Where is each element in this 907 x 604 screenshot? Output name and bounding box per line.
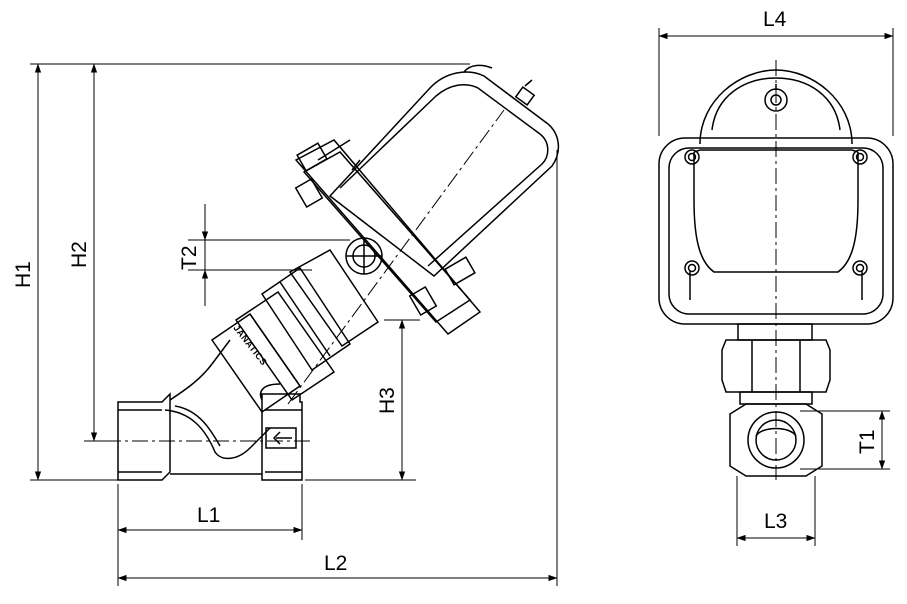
brand-text: JANATICS bbox=[231, 323, 269, 367]
l4-label: L4 bbox=[763, 8, 787, 31]
valve-body bbox=[117, 339, 303, 481]
axis-centerline bbox=[287, 109, 505, 405]
t1-label: T1 bbox=[856, 429, 879, 454]
actuator-flange bbox=[294, 139, 482, 335]
front-view bbox=[658, 60, 894, 480]
h2-label: H2 bbox=[68, 241, 91, 268]
front-bolts bbox=[684, 149, 868, 276]
bonnet bbox=[210, 249, 380, 414]
front-dimensions bbox=[658, 28, 894, 546]
front-port-hex bbox=[729, 403, 823, 477]
side-dimensions bbox=[30, 63, 558, 586]
side-labels: H1 H2 H3 T2 L1 L2 bbox=[12, 241, 399, 575]
pilot-port bbox=[345, 237, 383, 275]
h1-label: H1 bbox=[12, 261, 35, 288]
actuator-cylinder bbox=[328, 64, 560, 277]
front-hex bbox=[721, 339, 831, 393]
l2-label: L2 bbox=[324, 552, 347, 575]
l3-label: L3 bbox=[764, 510, 787, 533]
front-labels: L4 L3 T1 bbox=[763, 8, 879, 533]
h3-label: H3 bbox=[376, 387, 399, 414]
t2-label: T2 bbox=[178, 245, 201, 270]
l1-label: L1 bbox=[197, 504, 220, 527]
side-view bbox=[105, 64, 560, 481]
